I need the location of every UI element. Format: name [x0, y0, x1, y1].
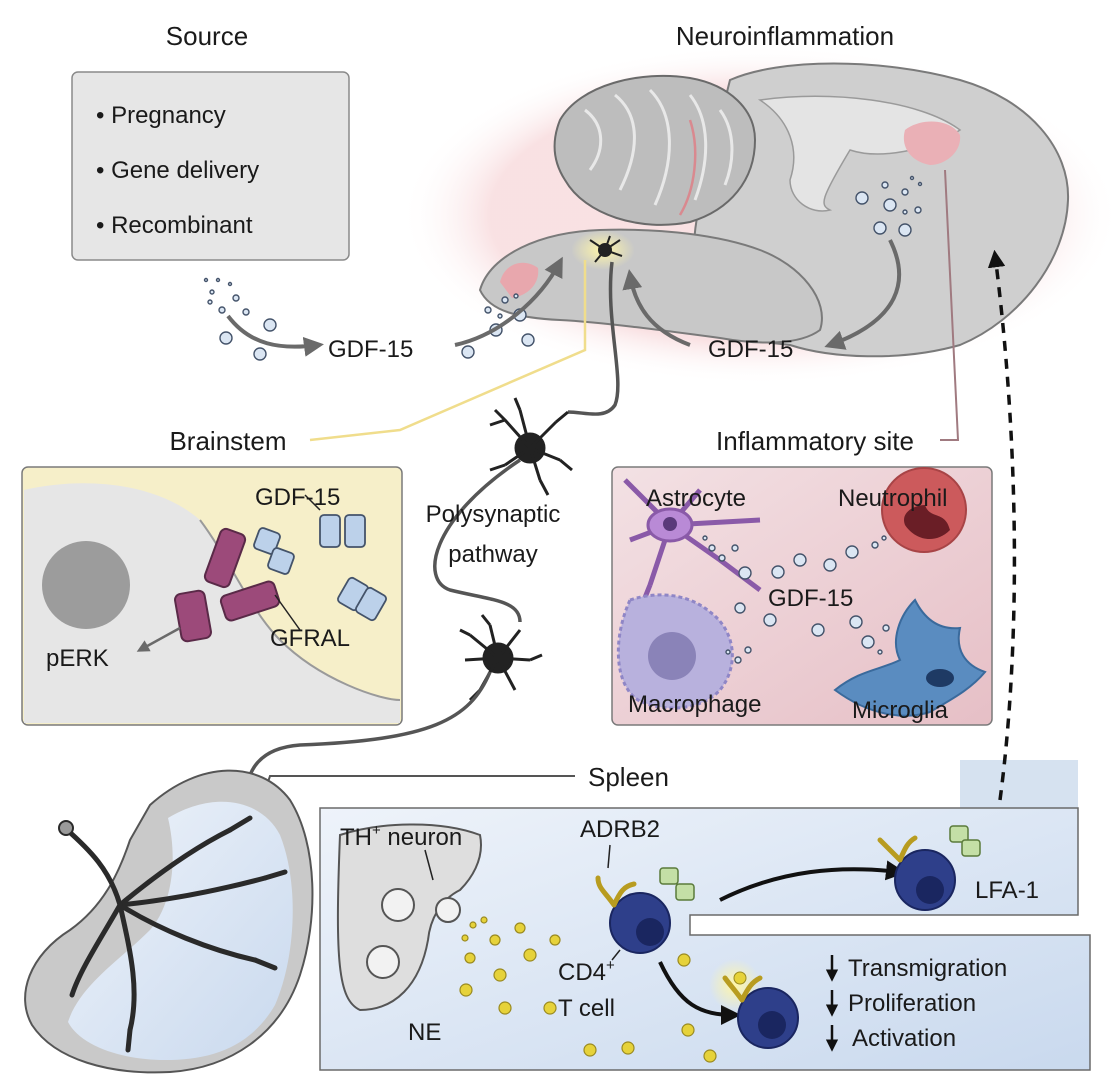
spleen-title: Spleen	[588, 762, 669, 792]
gfral-receptor	[174, 527, 281, 643]
migrating-adrb2-icon	[877, 835, 918, 863]
perk-label: pERK	[46, 645, 109, 672]
spleen-organ	[24, 769, 314, 1074]
th-neuron-leader	[424, 849, 434, 881]
brainstem-gdf15-label: GDF-15	[255, 484, 340, 511]
spleen-hilum	[58, 820, 74, 836]
th-neuron-sup: +	[372, 822, 381, 839]
brainstem-cell-body	[24, 483, 400, 723]
th-neuron-rest: neuron	[381, 824, 462, 851]
gdf15-label-right: GDF-15	[708, 336, 793, 363]
axon-lower	[245, 671, 492, 801]
cd4-main: CD4	[558, 959, 606, 986]
microglia-nucleus	[926, 669, 954, 687]
brainstem-region	[478, 228, 823, 344]
inflammatory-focus	[903, 121, 961, 165]
ne-particles	[459, 916, 717, 1063]
macrophage-label: Macrophage	[628, 691, 761, 718]
suppressed-adrb2-icon	[722, 975, 763, 1003]
cerebellum	[553, 74, 757, 226]
pathway-label-line1: Polysynaptic	[426, 501, 561, 528]
astrocyte-cell	[623, 478, 762, 611]
brainstem-leader	[309, 260, 587, 442]
microglia-cell	[833, 598, 987, 717]
effect-transmigration: Transmigration	[848, 955, 1007, 982]
brainstem-panel: GDF-15 GFRAL pERK	[21, 466, 403, 726]
pathway-label-line2: pathway	[448, 541, 537, 568]
cd4-t-cell-nucleus	[636, 918, 664, 946]
brain-illustration	[400, 45, 1114, 385]
th-neuron-main: TH	[340, 824, 372, 851]
cd4-label: CD4+	[558, 957, 615, 986]
cerebellum-folds	[584, 88, 734, 206]
feedback-dashed-arrow	[987, 249, 1017, 801]
th-neuron-label: TH+ neuron	[340, 822, 462, 851]
lfa1-receptor-left	[659, 867, 695, 901]
effect-proliferation: Proliferation	[848, 990, 976, 1017]
adrb2-label: ADRB2	[580, 816, 660, 843]
source-item-pregnancy: • Pregnancy	[96, 102, 226, 129]
source-gdf15-particles	[203, 277, 277, 361]
cd4-leader	[611, 949, 621, 961]
lfa1-label: LFA-1	[975, 877, 1039, 904]
migrating-t-cell-nucleus	[916, 876, 944, 904]
cd4-sup: +	[606, 957, 615, 974]
neuroinflammation-title: Neuroinflammation	[676, 21, 894, 51]
spleen-panel: TH+ neuron ADRB2 LFA-1 NE CD4+ T cell Tr…	[319, 760, 1091, 1071]
gfral-leader	[274, 594, 301, 631]
ne-label: NE	[408, 1019, 441, 1046]
perk-arrow	[136, 626, 181, 652]
from-brain-arrow	[824, 239, 902, 350]
neuron-icon-lower	[459, 614, 543, 702]
brainstem-pink-area	[500, 262, 539, 298]
pink-boundary	[678, 119, 697, 216]
adrb2-leader	[607, 844, 611, 869]
macrophage-nucleus	[648, 632, 696, 680]
vessel-outlet	[960, 760, 1078, 808]
gdf15-label-left: GDF-15	[328, 336, 413, 363]
source-title: Source	[166, 21, 248, 51]
source-item-gene-delivery: • Gene delivery	[96, 157, 259, 184]
source-item-recombinant: • Recombinant	[96, 212, 253, 239]
inflammatory-leader	[940, 169, 960, 441]
brainstem-title: Brainstem	[169, 426, 286, 456]
source-panel: Source • Pregnancy • Gene delivery • Rec…	[71, 21, 350, 261]
inner-structure	[757, 95, 962, 212]
neutrophil-nucleus	[904, 505, 950, 540]
cerebrum-gdf15-particles	[855, 175, 923, 237]
inflammatory-panel: Astrocyte Neutrophil GDF-15 Macrophage M…	[611, 466, 993, 726]
brainstem-neuron-icon	[589, 235, 623, 263]
adrb2-receptor-icon	[595, 875, 637, 908]
neutrophil-label: Neutrophil	[838, 485, 947, 512]
migration-arrow	[719, 860, 906, 902]
source-box	[71, 71, 350, 261]
gfral-label: GFRAL	[270, 625, 350, 652]
gdf15-dimers	[253, 514, 387, 622]
spleen-vessels	[62, 815, 288, 1053]
axon-middle	[433, 458, 522, 623]
t-cell-label: T cell	[558, 995, 615, 1022]
to-brainstem-arrow-right	[622, 269, 691, 347]
bound-ne	[733, 971, 747, 985]
brainstem-nucleus	[42, 541, 130, 629]
microglia-label: Microglia	[852, 697, 949, 724]
axon-top	[567, 261, 620, 416]
activation-arrow	[658, 961, 741, 1025]
gdf15-leader	[304, 494, 321, 511]
ne-vesicles	[366, 888, 461, 979]
inflammatory-gdf15-particles	[702, 535, 890, 664]
effects-list: Transmigration Proliferation Activation	[825, 955, 1007, 1052]
inflammatory-site-title: Inflammatory site	[716, 426, 914, 456]
spleen-leader	[261, 775, 575, 801]
source-arrow	[226, 314, 324, 357]
spleen-inner	[68, 801, 293, 1060]
neuron-icon-upper	[489, 397, 573, 496]
astrocyte-label: Astrocyte	[646, 485, 746, 512]
effect-activation: Activation	[852, 1025, 956, 1052]
suppressed-t-cell-nucleus	[758, 1011, 786, 1039]
lfa1-receptor-right	[949, 825, 981, 857]
to-brainstem-arrow	[454, 256, 563, 347]
inflammatory-gdf15-label: GDF-15	[768, 585, 853, 612]
